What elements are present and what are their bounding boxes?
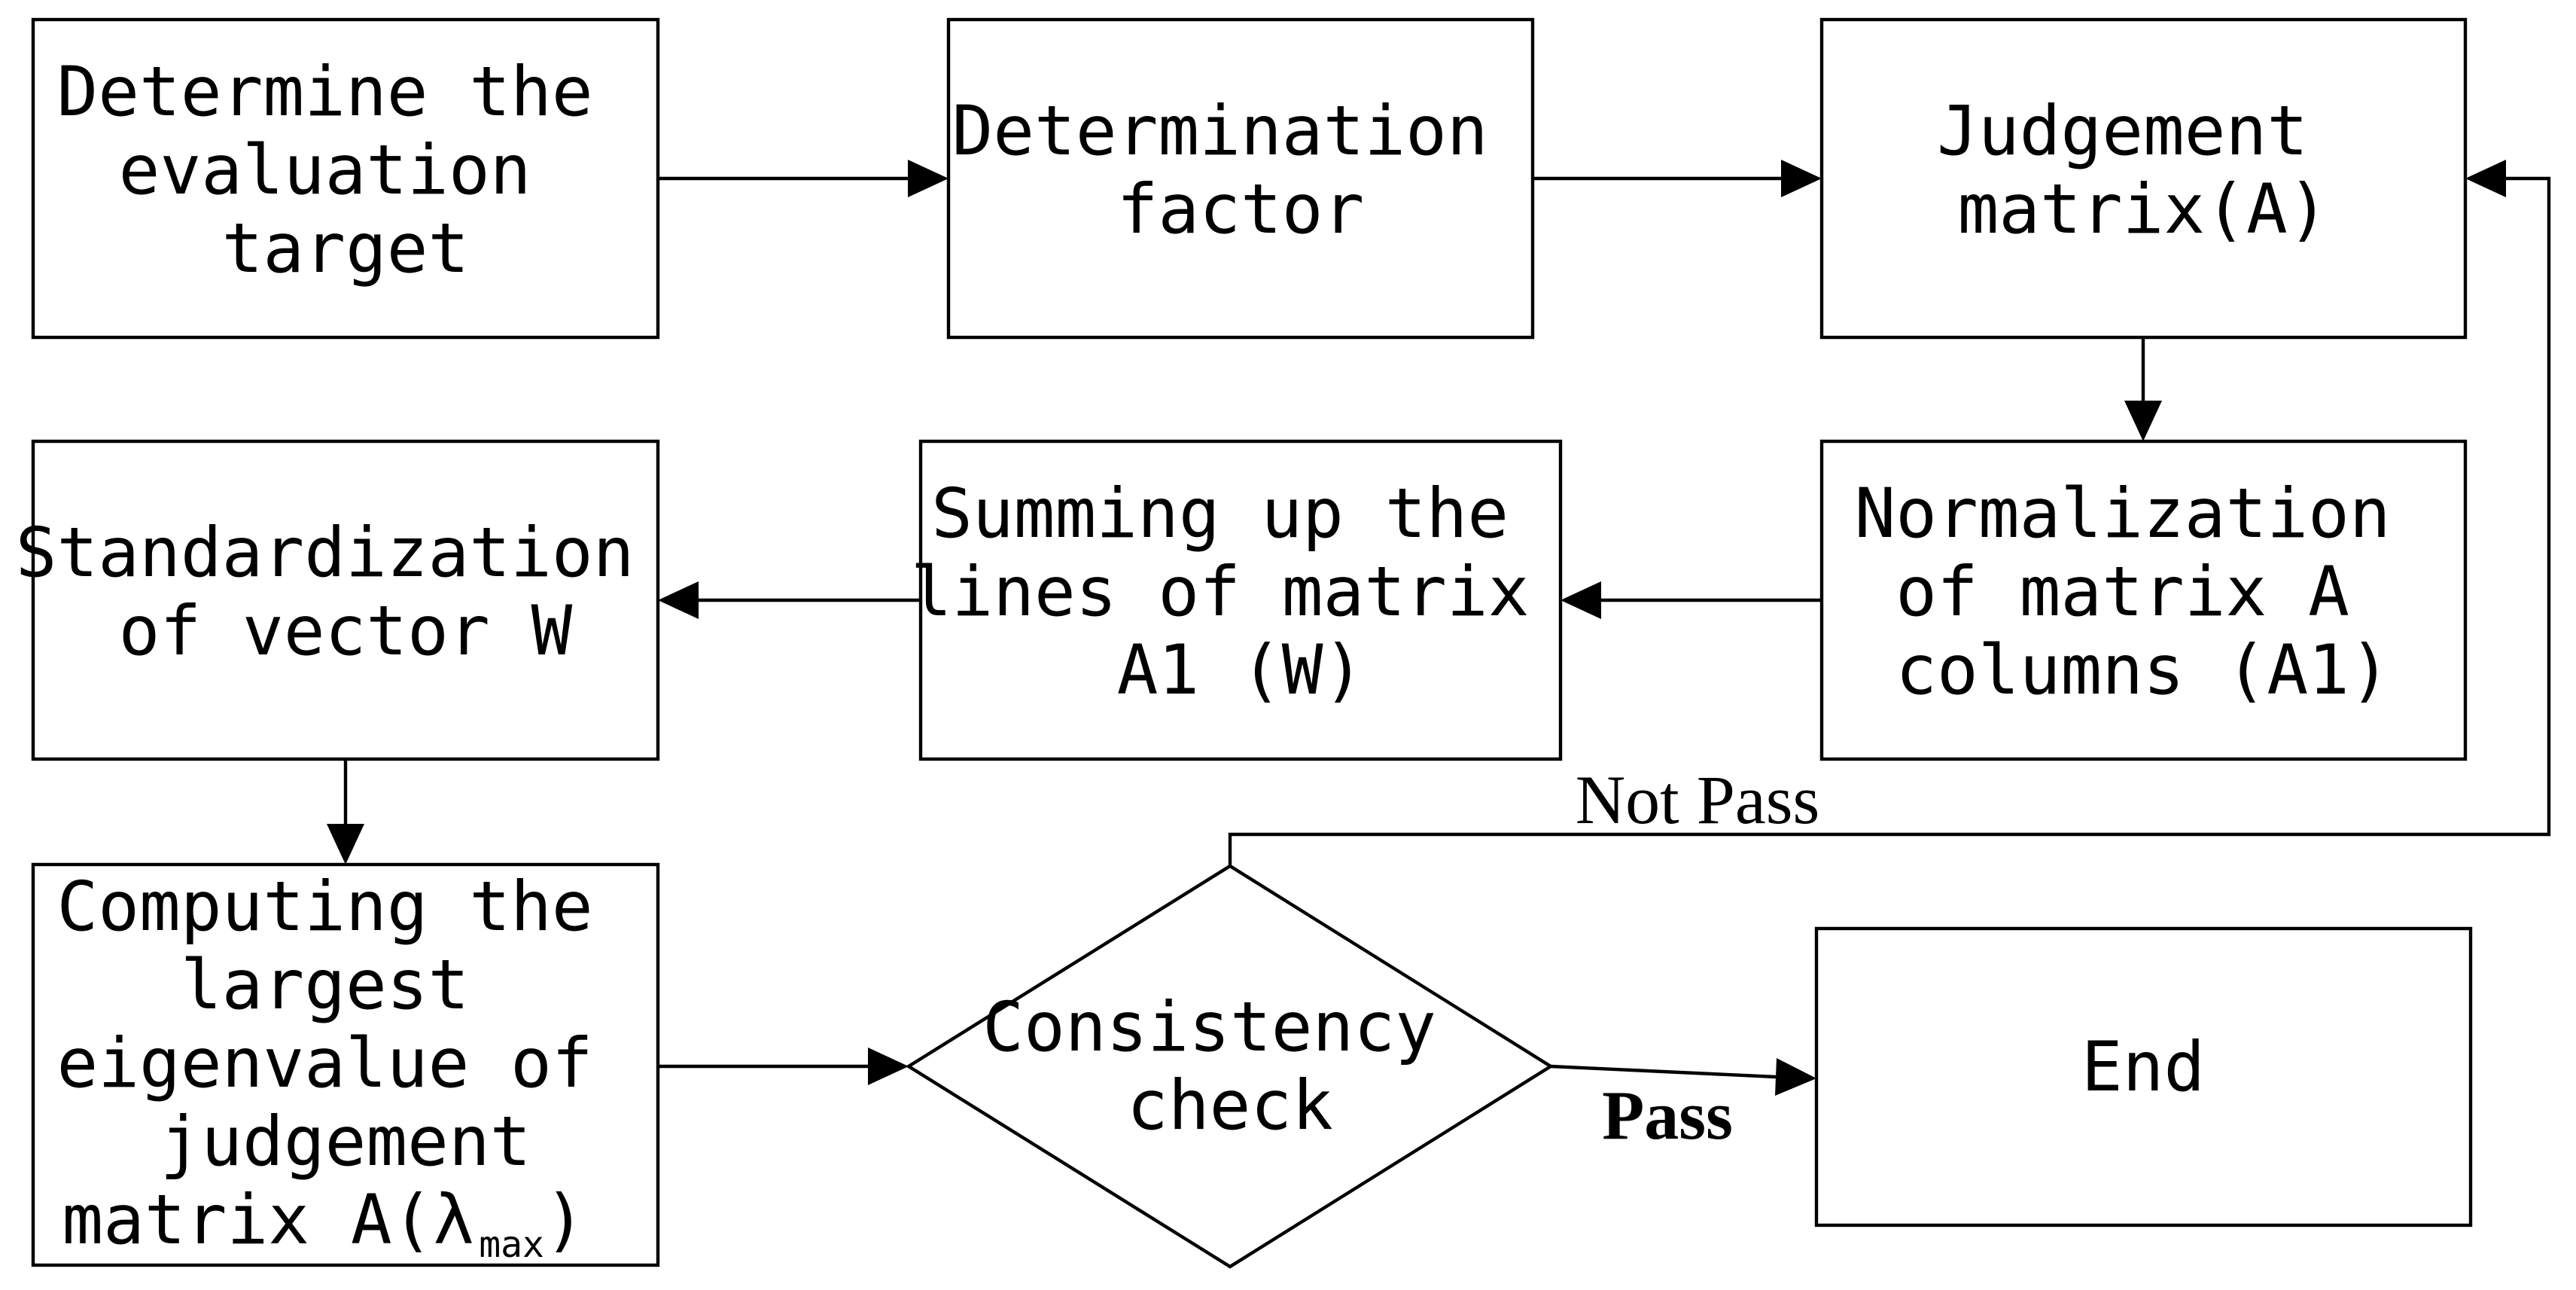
arrowhead-check-to-end (1775, 1058, 1816, 1096)
label-determine-target: Determine the evaluation target (56, 53, 634, 288)
label-consistency-check: Consistency check (982, 988, 1477, 1145)
label-largest-eigenvalue: Computing the largest eigenvalue of judg… (56, 868, 634, 1182)
arrowhead-factor-to-judgement (1781, 160, 1822, 197)
box-judgement-matrix (1819, 17, 2468, 340)
arrowhead-standardization-to-eigenvalue (327, 824, 364, 865)
box-determine-target (31, 17, 660, 340)
label-standardization: Standardization of vector W (16, 514, 676, 671)
label-normalization: Normalization of matrix A columns (A1) (1854, 474, 2431, 710)
label-determination-factor: Determination factor (952, 92, 1529, 249)
box-determination-factor (946, 17, 1535, 340)
arrowhead-summing-to-standardization (658, 581, 699, 619)
arrowhead-target-to-factor (908, 160, 948, 197)
label-summing-up: Summing up the lines of matrix A1 (W) (911, 474, 1571, 710)
box-normalization (1819, 439, 2468, 761)
box-summing-up (918, 439, 1563, 761)
arrowhead-normalization-to-summing (1561, 581, 1601, 619)
arrowhead-judgement-to-normalization (2124, 401, 2162, 441)
box-end (1814, 926, 2473, 1227)
arrowhead-check-to-judgement-feedback (2465, 160, 2506, 197)
label-judgement-matrix: Judgement matrix(A) (1937, 92, 2349, 249)
edge-check-to-judgement-feedback (1228, 176, 2551, 866)
edge-label-pass: Pass (1602, 1077, 1733, 1154)
diamond-consistency-check (905, 864, 1554, 1269)
arrowhead-eigenvalue-to-check (868, 1048, 909, 1085)
edge-label-not-pass: Not Pass (1576, 761, 1820, 838)
box-standardization (31, 439, 660, 761)
edge-check-to-end (1550, 1064, 1777, 1079)
box-largest-eigenvalue (31, 862, 660, 1267)
label-end: End (2081, 1028, 2205, 1107)
